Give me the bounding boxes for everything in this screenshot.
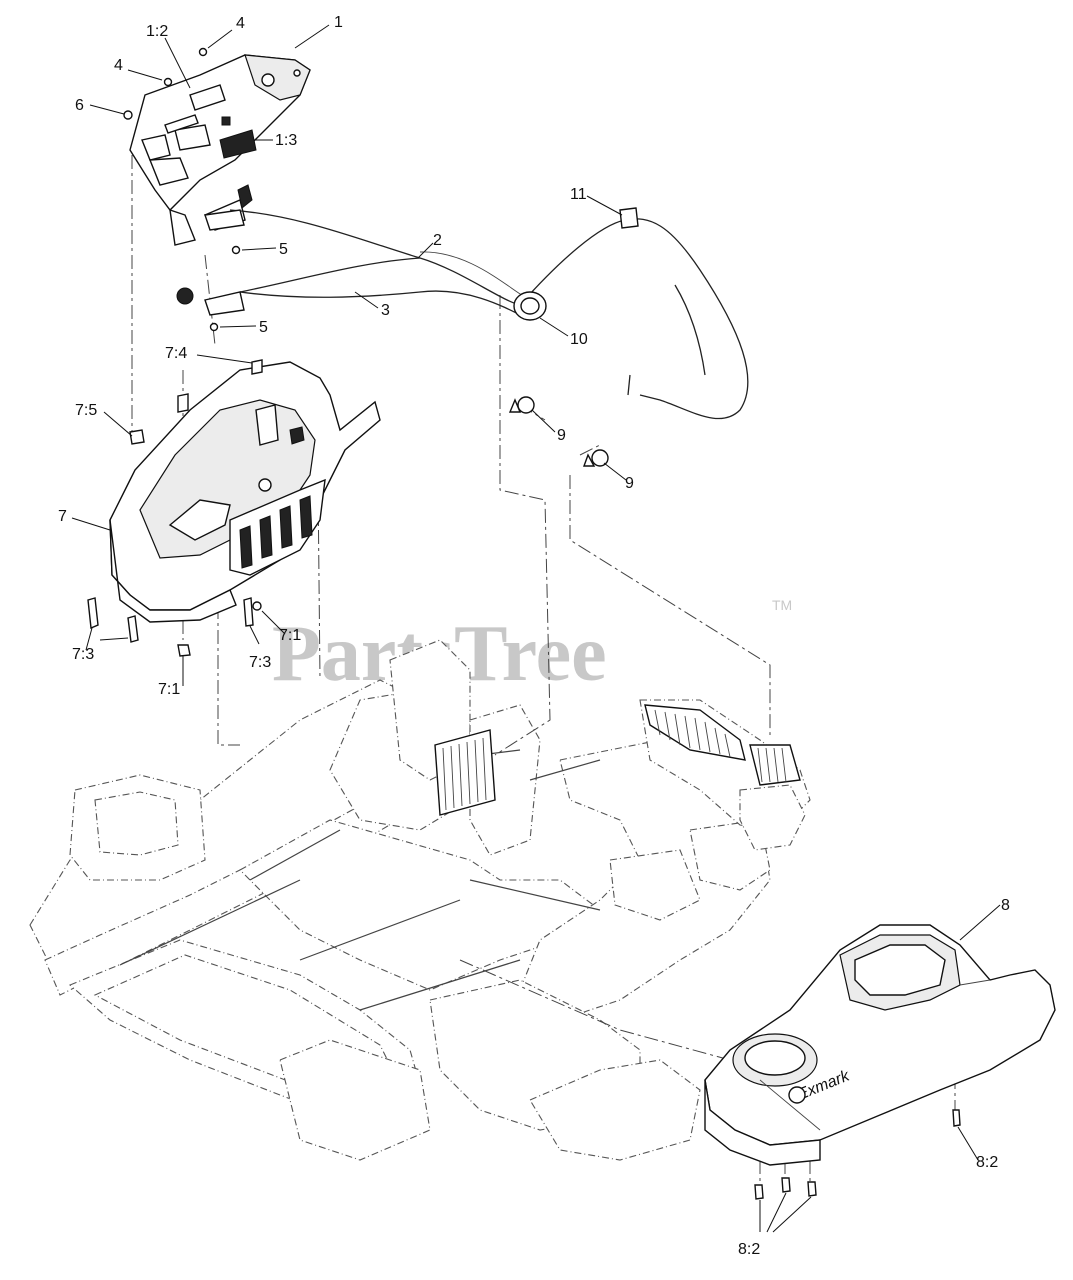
callout-10: 10 <box>570 331 588 348</box>
callout-7-3b: 7:3 <box>249 654 271 671</box>
callout-5b: 5 <box>259 319 268 336</box>
callout-8-2b: 8:2 <box>738 1241 760 1258</box>
callout-9a: 9 <box>557 427 566 444</box>
callout-7-4: 7:4 <box>165 345 187 362</box>
callout-7: 7 <box>58 508 67 525</box>
callout-5a: 5 <box>279 241 288 258</box>
callout-1-3: 1:3 <box>275 132 297 149</box>
watermark: PartsTree TM <box>272 597 792 698</box>
callout-7-3a: 7:3 <box>72 646 94 663</box>
chassis-frame <box>29 639 811 1161</box>
clamp-a <box>508 396 535 414</box>
callout-1-2: 1:2 <box>146 23 168 40</box>
leader-lines <box>71 24 1001 1233</box>
grommet <box>513 291 547 321</box>
watermark-trademark: TM <box>772 597 792 613</box>
callout-9b: 9 <box>625 475 634 492</box>
switch-upper <box>204 184 253 231</box>
callout-7-1b: 7:1 <box>158 681 180 698</box>
callout-4a: 4 <box>236 15 245 32</box>
panel-hardware <box>123 47 241 332</box>
callout-8-2a: 8:2 <box>976 1154 998 1171</box>
clamp-b <box>583 449 609 467</box>
callout-4b: 4 <box>114 57 123 74</box>
switch-lower <box>176 287 245 316</box>
vent-bracket-center <box>434 729 496 816</box>
callout-6: 6 <box>75 97 84 114</box>
vent-bracket-right <box>644 704 801 786</box>
callout-1: 1 <box>334 14 343 31</box>
cable-clip <box>619 207 639 229</box>
right-pod-hardware <box>754 1109 961 1200</box>
callout-7-1a: 7:1 <box>279 627 301 644</box>
callout-3: 3 <box>381 302 390 319</box>
right-console-pod: Exmark <box>704 924 1056 1166</box>
control-panel <box>129 54 311 246</box>
pod-hardware <box>87 359 263 657</box>
callout-11: 11 <box>570 186 587 203</box>
callout-7-5: 7:5 <box>75 402 97 419</box>
left-console-pod <box>109 361 381 623</box>
callout-labels: 1 1:2 1:3 4 4 6 5 5 2 3 11 10 9 9 7:4 7:… <box>58 14 1010 1258</box>
callout-8: 8 <box>1001 897 1010 914</box>
callout-2: 2 <box>433 232 442 249</box>
